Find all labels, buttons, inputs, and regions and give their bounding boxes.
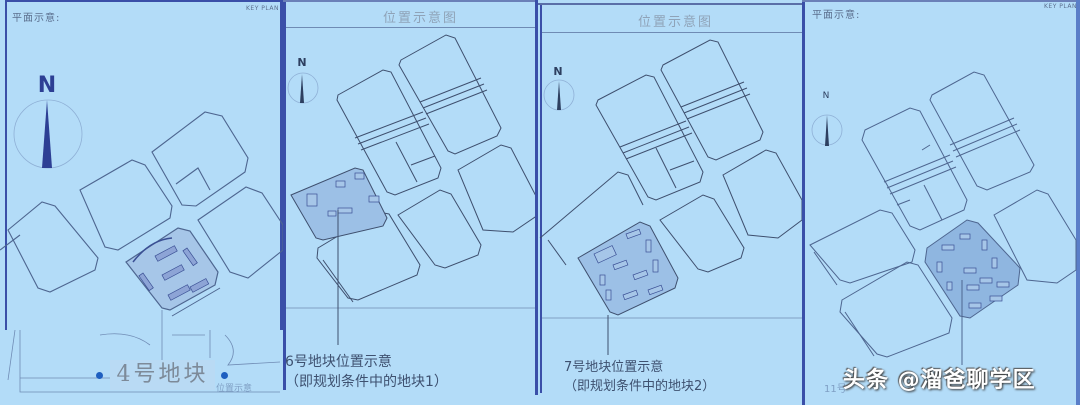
plot-6-highlight <box>290 167 388 345</box>
frame-right <box>535 0 538 395</box>
key-plan-title: 平面示意: <box>812 10 861 21</box>
frame-left <box>802 0 805 405</box>
frame-top <box>538 3 802 5</box>
location-map-title: 位置示意图 <box>383 11 459 26</box>
plot-6-caption: 6号地块位置示意 （即规划条件中的地块1） <box>285 352 448 392</box>
location-map-title: 位置示意图 <box>638 15 714 30</box>
north-arrow-icon: N <box>13 73 83 169</box>
plot-6-caption-line2: （即规划条件中的地块1） <box>285 374 448 390</box>
frame-top <box>5 0 283 2</box>
svg-text:N: N <box>553 65 562 78</box>
plot-4-label: 4号地块 <box>110 360 215 390</box>
svg-text:N: N <box>38 73 56 98</box>
site-plan-drawing: N <box>0 73 283 393</box>
plot-11-highlight <box>924 219 1021 365</box>
plot-7-caption-line2: （即规划条件中的地块2） <box>564 379 716 394</box>
watermark-text: 头条 @溜爸聊学区 <box>843 368 1036 393</box>
plot-11-caption-partial: 11号 <box>824 384 847 395</box>
north-arrow-icon: N <box>811 91 843 146</box>
svg-text:N: N <box>297 56 306 69</box>
frame-left <box>5 0 7 330</box>
key-plan-title: 平面示意: <box>12 13 61 24</box>
frame-top <box>802 0 1080 2</box>
label-dot-right <box>221 372 228 379</box>
north-arrow-icon: N <box>287 56 319 104</box>
plot-4-highlight <box>125 227 221 317</box>
panel-plot-6: 位置示意图 N <box>283 0 538 405</box>
frame-top <box>283 0 538 2</box>
frame-right <box>1076 0 1080 405</box>
panel-plot-4: 平面示意: KEY PLAN N <box>0 0 283 405</box>
north-arrow-icon: N <box>543 65 575 111</box>
site-plan-drawing: N <box>286 34 538 345</box>
plot-7-highlight <box>577 221 679 355</box>
panel-plot-11: 平面示意: KEY PLAN N <box>802 0 1080 405</box>
site-plan-drawing: N <box>809 71 1077 365</box>
panel-plot-7: 位置示意图 N <box>538 0 802 405</box>
key-plan-label: KEY PLAN <box>1044 3 1077 10</box>
plot-4-subcaption: 位置示意 <box>216 384 253 394</box>
plot-7-caption-line1: 7号地块位置示意 <box>564 360 664 375</box>
site-plan-drawing: N <box>539 39 802 355</box>
label-dot-left <box>96 372 103 379</box>
frame-left <box>540 5 542 393</box>
frame-left <box>283 0 286 390</box>
header-divider <box>286 27 538 28</box>
key-plan-label: KEY PLAN <box>246 5 279 12</box>
plot-7-caption: 7号地块位置示意 （即规划条件中的地块2） <box>564 358 715 396</box>
plot-6-caption-line1: 6号地块位置示意 <box>285 354 392 370</box>
svg-text:N: N <box>823 91 830 101</box>
header-divider <box>542 32 802 33</box>
frame-right <box>280 0 283 330</box>
